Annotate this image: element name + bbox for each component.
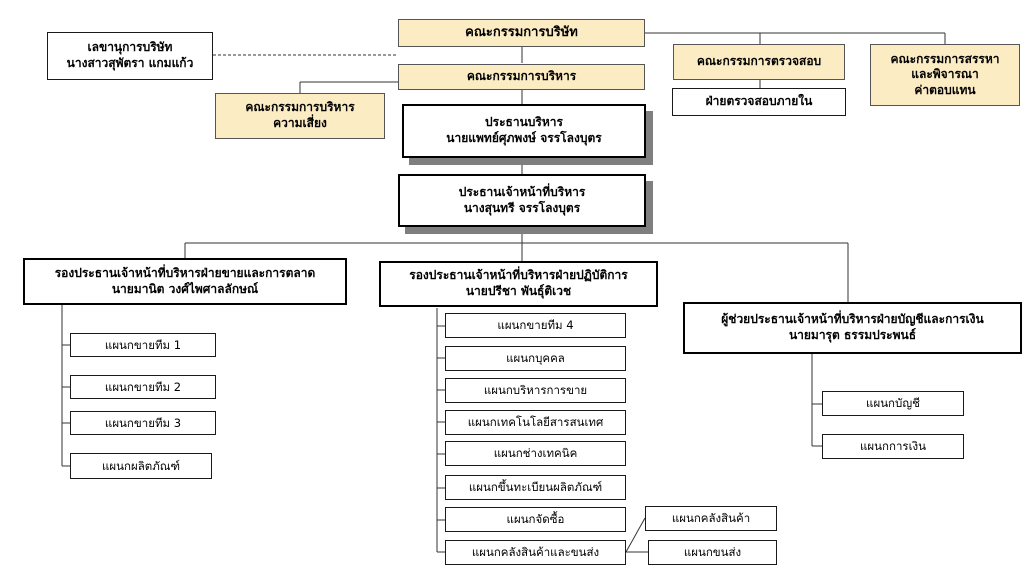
ops-dept-label: แผนกเทคโนโลยีสารสนเทศ [467,415,604,430]
vp-sales-name: นายมานิต วงศ์ไพศาลลักษณ์ [111,281,259,296]
ops-dept-label: แผนกบุคคล [506,351,565,366]
asst-finance-name: นายมารุต ธรรมประพนธ์ [788,328,917,342]
ops-dept-label: แผนกคลังสินค้าและขนส่ง [471,545,600,560]
ops-dept-label: แผนกจัดซื้อ [506,512,565,527]
sales-dept-box: แผนกขายทีม 1 [70,333,216,357]
asst-finance-title: ผู้ช่วยประธานเจ้าหน้าที่บริหารฝ่ายบัญชีแ… [721,312,984,327]
vp-ops-title: รองประธานเจ้าหน้าที่บริหารฝ่ายปฏิบัติการ [409,268,628,283]
risk-committee-line2: ความเสี่ยง [273,116,327,130]
audit-committee-box: คณะกรรมการตรวจสอบ [673,44,845,80]
ops-dept-box: แผนกขึ้นทะเบียนผลิตภัณฑ์ [445,475,626,500]
finance-dept-label: แผนกบัญชี [866,396,920,411]
vp-operations-box: รองประธานเจ้าหน้าที่บริหารฝ่ายปฏิบัติการ… [379,261,658,307]
secretary-name: นางสาวสุพัตรา แกมแก้ว [66,56,194,70]
nomination-committee-line3: ค่าตอบแทน [914,82,976,97]
sales-dept-label: แผนกขายทีม 3 [104,415,182,430]
ops-dept-label: แผนกขึ้นทะเบียนผลิตภัณฑ์ [468,480,603,495]
ops-dept-box: แผนกบุคคล [445,346,626,371]
logistics-sub-label: แผนกคลังสินค้า [671,511,751,526]
executive-committee-label: คณะกรรมการบริหาร [466,69,577,84]
chairman-exec-title: ประธานบริหาร [485,115,563,130]
board-of-directors-box: คณะกรรมการบริษัท [398,19,645,47]
chairman-exec-box: ประธานบริหาร นายแพทย์ศุภพงษ์ จรรโลงบุตร [402,104,646,158]
sales-dept-label: แผนกขายทีม 1 [104,337,182,352]
vp-ops-name: นายปรีชา พันธุ์ติเวช [465,284,572,298]
ops-dept-label: แผนกขายทีม 4 [497,318,574,333]
ops-dept-label: แผนกช่างเทคนิค [493,446,578,461]
asst-finance-box: ผู้ช่วยประธานเจ้าหน้าที่บริหารฝ่ายบัญชีแ… [683,302,1022,354]
ceo-name: นางสุนทรี จรรโลงบุตร [463,200,581,215]
ops-dept-box: แผนกเทคโนโลยีสารสนเทศ [445,410,626,435]
secretary-title: เลขานุการบริษัท [87,40,173,55]
vp-sales-marketing-box: รองประธานเจ้าหน้าที่บริหารฝ่ายขายและการต… [23,258,347,305]
nomination-committee-line1: คณะกรรมการสรรหา [890,51,1000,66]
ops-dept-label: แผนกบริหารการขาย [483,383,588,398]
sales-dept-label: แผนกผลิตภัณฑ์ [101,458,181,473]
risk-committee-box: คณะกรรมการบริหาร ความเสี่ยง [215,93,385,139]
audit-committee-label: คณะกรรมการตรวจสอบ [696,54,822,69]
ceo-title: ประธานเจ้าหน้าที่บริหาร [458,184,586,199]
risk-committee-line1: คณะกรรมการบริหาร [245,100,355,115]
finance-dept-label: แผนกการเงิน [860,439,926,454]
finance-dept-box: แผนกการเงิน [822,434,964,459]
logistics-sub-label: แผนกขนส่ง [683,545,742,560]
sales-dept-box: แผนกขายทีม 3 [70,411,216,435]
ops-dept-box: แผนกบริหารการขาย [445,378,626,403]
company-secretary-box: เลขานุการบริษัท นางสาวสุพัตรา แกมแก้ว [47,32,213,80]
executive-committee-box: คณะกรรมการบริหาร [398,64,645,90]
ops-dept-box: แผนกช่างเทคนิค [445,441,626,466]
sales-dept-label: แผนกขายทีม 2 [104,379,182,394]
nomination-committee-line2: และพิจารณา [911,67,979,82]
logistics-sub-box: แผนกขนส่ง [648,540,777,565]
nomination-committee-box: คณะกรรมการสรรหา และพิจารณา ค่าตอบแทน [870,44,1020,106]
ops-dept-box: แผนกจัดซื้อ [445,507,626,532]
board-label: คณะกรรมการบริษัท [465,24,578,40]
finance-dept-box: แผนกบัญชี [822,391,964,416]
vp-sales-title: รองประธานเจ้าหน้าที่บริหารฝ่ายขายและการต… [54,265,316,280]
sales-dept-box: แผนกขายทีม 2 [70,375,216,399]
ops-dept-box: แผนกขายทีม 4 [445,313,626,338]
ceo-box: ประธานเจ้าหน้าที่บริหาร นางสุนทรี จรรโลง… [398,174,646,227]
sales-dept-box: แผนกผลิตภัณฑ์ [70,453,212,479]
internal-audit-box: ฝ่ายตรวจสอบภายใน [672,88,846,116]
logistics-sub-box: แผนกคลังสินค้า [645,506,777,531]
chairman-exec-name: นายแพทย์ศุภพงษ์ จรรโลงบุตร [446,131,602,145]
internal-audit-label: ฝ่ายตรวจสอบภายใน [705,94,813,109]
ops-dept-box: แผนกคลังสินค้าและขนส่ง [445,540,626,565]
